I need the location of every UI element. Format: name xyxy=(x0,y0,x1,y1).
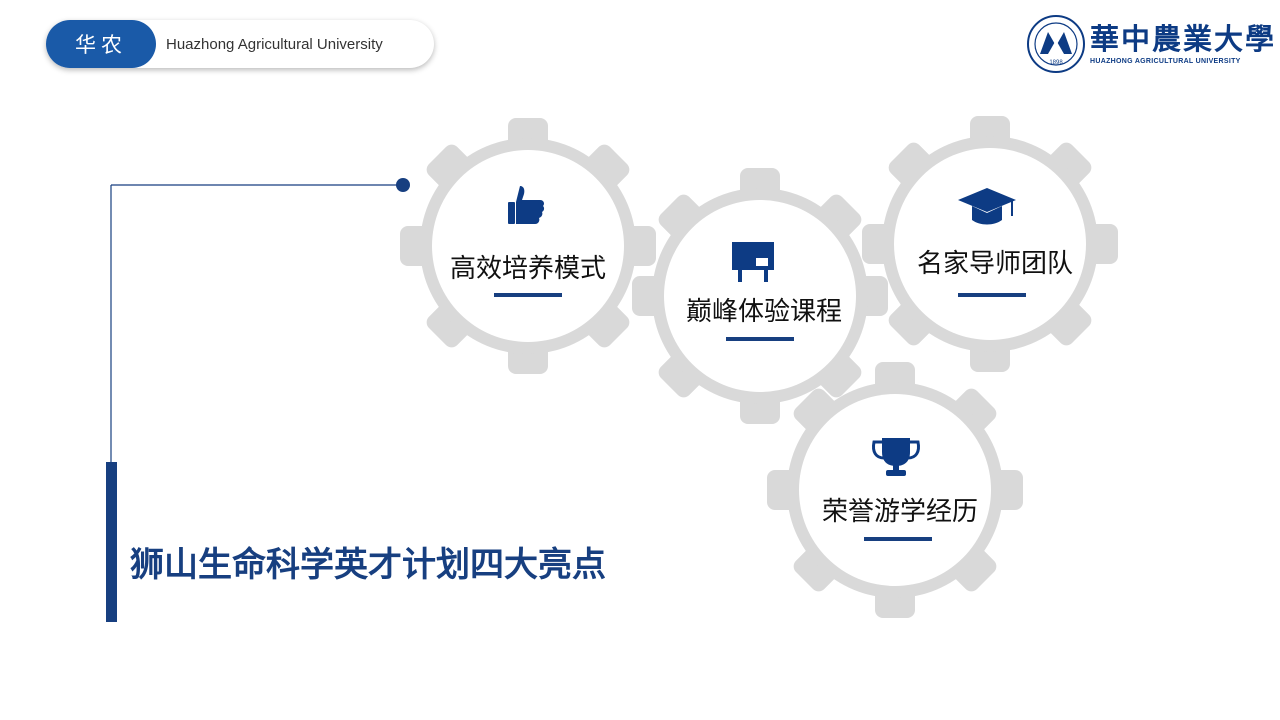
gear-2 xyxy=(632,168,888,424)
underline-1 xyxy=(494,293,562,297)
logo-name-cn: 華中農業大學 xyxy=(1090,22,1277,56)
trophy-icon xyxy=(872,438,920,476)
gear-3 xyxy=(862,116,1118,372)
university-logo: 1898 華中農業大學 HUAZHONG AGRICULTURAL UNIVER… xyxy=(1026,14,1274,74)
underline-4 xyxy=(864,537,932,541)
university-seal-icon: 1898 xyxy=(1027,15,1085,73)
gear-4 xyxy=(767,362,1023,618)
gear-1 xyxy=(400,118,656,374)
highlight-label-4: 荣誉游学经历 xyxy=(821,497,978,527)
presentation-board-icon xyxy=(732,242,774,282)
underline-3 xyxy=(958,293,1026,297)
header-university-name: Huazhong Agricultural University xyxy=(166,35,383,53)
seal-year: 1898 xyxy=(1049,60,1063,66)
logo-name-en: HUAZHONG AGRICULTURAL UNIVERSITY xyxy=(1090,58,1241,65)
header-pill: 华农 Huazhong Agricultural University xyxy=(46,20,434,68)
header-tag: 华农 xyxy=(46,20,156,68)
highlight-label-1: 高效培养模式 xyxy=(449,254,606,284)
highlight-label-3: 名家导师团队 xyxy=(916,249,1073,279)
title-accent-bar xyxy=(106,462,117,622)
highlight-label-2: 巅峰体验课程 xyxy=(685,297,842,327)
page-title: 狮山生命科学英才计划四大亮点 xyxy=(130,545,606,585)
thumbs-up-icon xyxy=(508,186,545,224)
underline-2 xyxy=(726,337,794,341)
connector-dot xyxy=(396,178,410,192)
graduation-cap-icon xyxy=(958,188,1016,225)
